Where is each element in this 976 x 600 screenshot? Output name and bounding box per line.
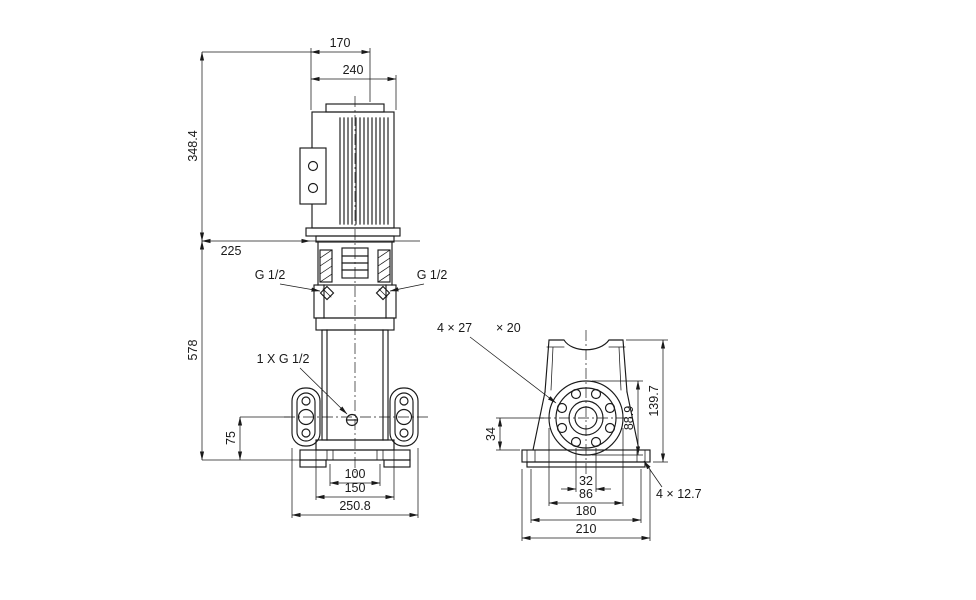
dim-motor-top-width: 170 [202,36,371,110]
port-label-left: G 1/2 [255,268,321,292]
base-hole-label-text: 4 × 12.7 [656,487,702,501]
drain-plug [345,413,359,427]
dim-center-height: 34 [484,417,544,451]
dim-motor-height: 348.4 [186,51,205,242]
dim-flange-od: 88.9 [592,380,643,456]
dim-label-578: 578 [186,340,200,361]
motor-stool [305,227,401,286]
motor-flange [305,227,401,237]
volute-sides [532,391,640,451]
port-label-left-text: G 1/2 [255,268,286,282]
drain-plug-label: 1 X G 1/2 [257,352,348,415]
dim-base-holes: 100 [329,464,381,486]
dim-overall-width: 250.8 [291,448,419,518]
motor-fins [339,117,389,225]
dim-label-225: 225 [221,244,242,258]
dim-bolt-circle: 86 [548,428,624,506]
dim-label-86: 86 [579,487,593,501]
dim-label-100: 100 [345,467,366,481]
dim-label-139-7: 139.7 [647,385,661,416]
dim-label-34: 34 [484,427,498,441]
dim-base-inner: 150 [315,444,395,500]
dim-motor-width: 240 [310,63,397,110]
port-label-right: G 1/2 [389,268,448,292]
cable-entry-hole [307,160,319,172]
dim-base-width: 210 [521,469,651,541]
dim-hole-pair: 32 [561,448,611,492]
slot-label: 4 × 27 × 20 [437,321,557,404]
cable-entry-hole [307,182,319,194]
dim-pump-height: 578 [186,240,300,461]
port-label-right-text: G 1/2 [417,268,448,282]
dim-label-210: 210 [576,522,597,536]
coupling-guard-left [319,249,333,283]
front-view [291,103,419,468]
dim-label-250-8: 250.8 [339,499,370,513]
dim-label-170: 170 [330,36,351,50]
dim-label-180: 180 [576,504,597,518]
dim-base-hole-spacing: 180 [530,469,642,523]
vent-plug-left [319,285,335,301]
vent-plug-right [375,285,391,301]
dim-bracket-height: 139.7 [626,339,668,463]
coupling-guard-right [377,249,391,283]
dim-port-height: 75 [224,416,290,461]
base-slots [526,449,646,463]
end-dimensions: 4 × 27 × 20 34 88.9 139.7 32 [437,321,702,541]
centerlines [284,96,634,478]
dim-label-88-9: 88.9 [622,406,636,430]
slot-label-b-text: × 20 [496,321,521,335]
slot-label-a-text: 4 × 27 [437,321,472,335]
dim-label-75: 75 [224,431,238,445]
motor [299,103,395,229]
dim-label-150: 150 [345,481,366,495]
terminal-box [299,147,327,205]
base-hole-label: 4 × 12.7 [643,460,702,501]
dim-head-plane: 225 [201,238,420,258]
dim-label-348-4: 348.4 [186,130,200,161]
front-dimensions: 170 240 348.4 225 578 [186,36,447,518]
dim-label-240: 240 [343,63,364,77]
dim-label-32: 32 [579,474,593,488]
bolt-holes [556,388,616,448]
drain-label-text: 1 X G 1/2 [257,352,310,366]
